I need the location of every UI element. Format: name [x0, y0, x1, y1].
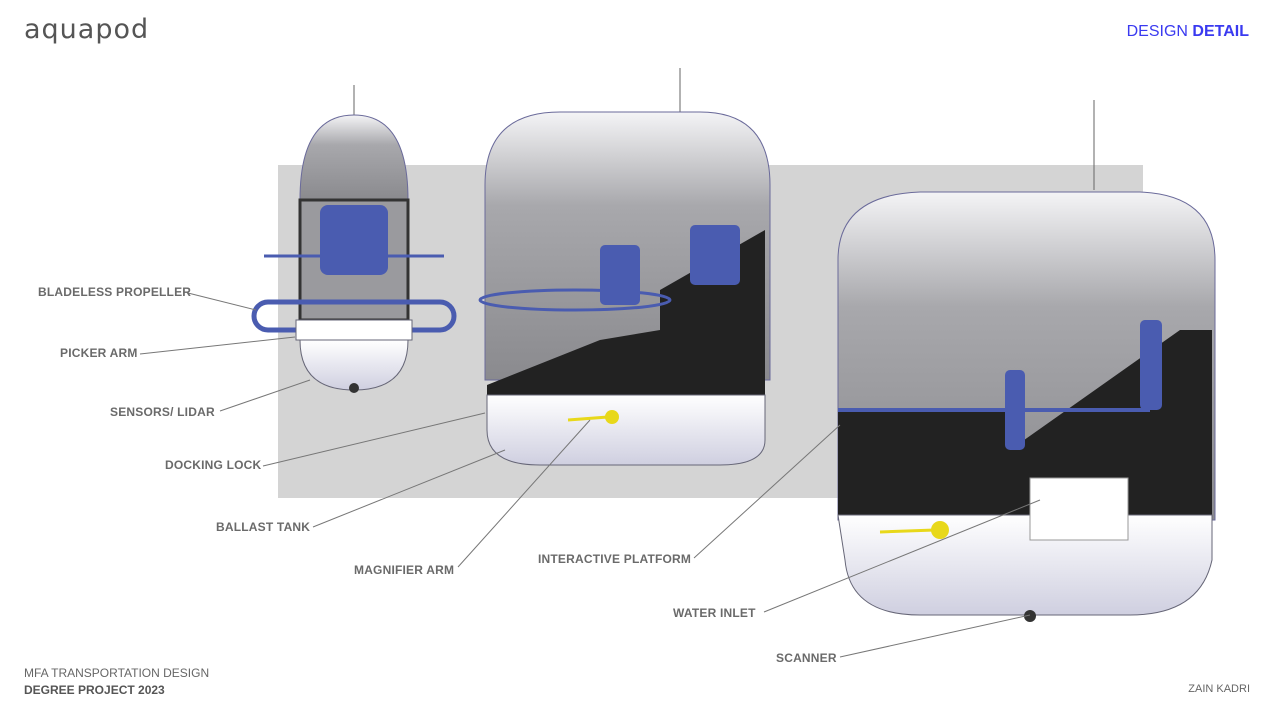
- pod-perspective-view: [837, 100, 1216, 622]
- leader-picker-arm: [139, 336, 296, 355]
- section-title-light: DESIGN: [1126, 23, 1188, 40]
- label-interactive-platform: INTERACTIVE PLATFORM: [538, 552, 692, 566]
- label-scanner: SCANNER: [776, 651, 837, 665]
- label-magnifier-arm: MAGNIFIER ARM: [354, 563, 455, 577]
- section-title-bold: DETAIL: [1192, 23, 1249, 40]
- section-title: DESIGN DETAIL: [1127, 23, 1249, 41]
- leader-ballast-tank: [312, 449, 506, 528]
- leader-bladeless-propeller: [187, 292, 257, 311]
- label-picker-arm: PICKER ARM: [60, 346, 138, 360]
- leader-sensors-lidar: [219, 379, 311, 412]
- leader-lines: [139, 292, 1041, 658]
- aquapod-logo: aquapod: [24, 14, 150, 45]
- label-bladeless-propeller: BLADELESS PROPELLER: [38, 285, 192, 299]
- leader-magnifier-arm: [457, 419, 591, 568]
- leader-scanner: [839, 614, 1031, 658]
- leader-interactive-platform: [693, 424, 841, 559]
- pod-side-view: [478, 68, 771, 466]
- leader-docking-lock: [262, 412, 486, 467]
- label-water-inlet: WATER INLET: [673, 606, 756, 620]
- leader-water-inlet: [763, 499, 1041, 613]
- footer-project-text: DEGREE PROJECT 2023: [24, 683, 165, 697]
- footer-project: DEGREE PROJECT 2023: [24, 683, 165, 697]
- label-docking-lock: DOCKING LOCK: [165, 458, 262, 472]
- label-sensors-lidar: SENSORS/ LIDAR: [110, 405, 215, 419]
- label-ballast-tank: BALLAST TANK: [216, 520, 311, 534]
- footer-program: MFA TRANSPORTATION DESIGN: [24, 666, 210, 680]
- pod-front-view: [251, 85, 457, 393]
- footer-author: ZAIN KADRI: [1188, 683, 1250, 695]
